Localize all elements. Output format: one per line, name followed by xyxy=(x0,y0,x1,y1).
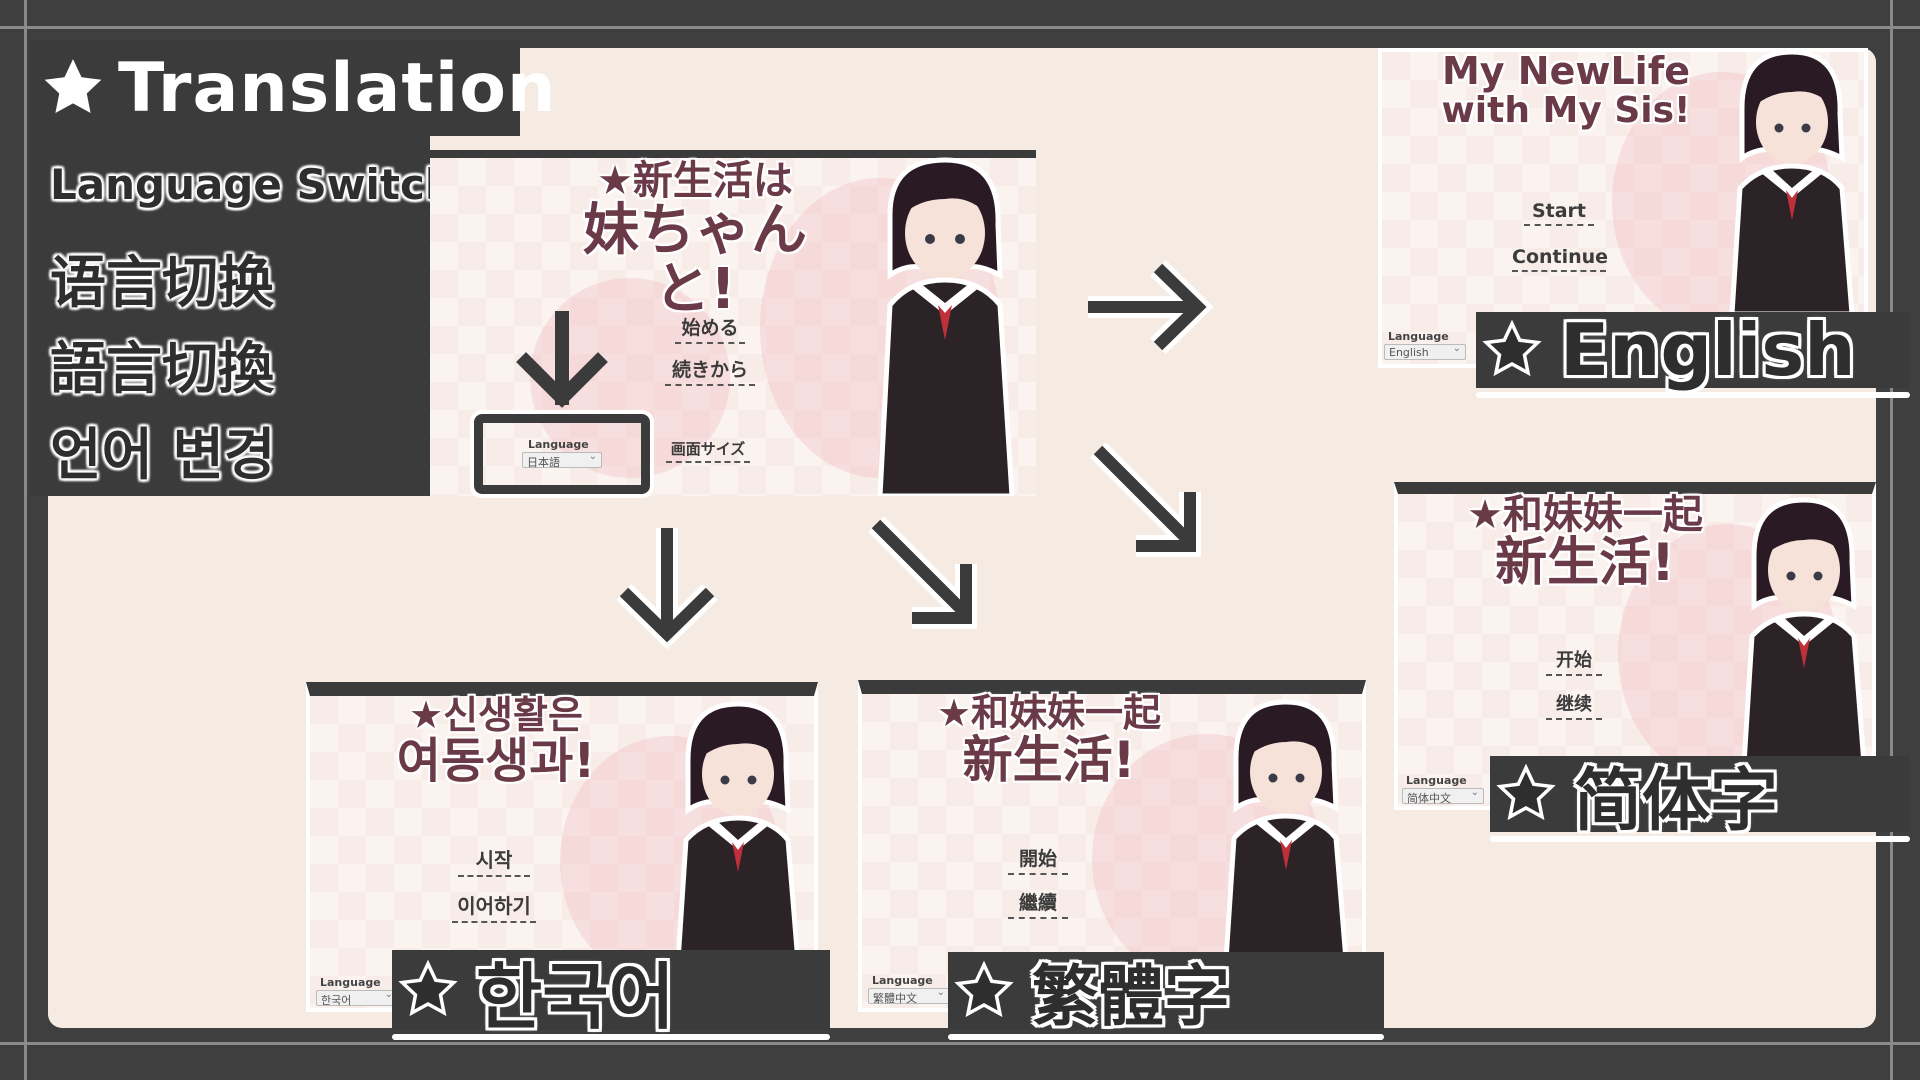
menu-start[interactable]: 開始 xyxy=(1008,844,1068,875)
badge-simplified: 简体字 xyxy=(1490,756,1910,841)
character-illustration xyxy=(1729,49,1855,314)
badge-korean-text: 한국어 xyxy=(476,954,675,1039)
logo-line-2: with My Sis! xyxy=(1441,89,1691,131)
page-title-text: Translation xyxy=(118,48,557,128)
game-logo: ★和妹妹一起 新生活! xyxy=(1460,494,1710,591)
badge-underline xyxy=(948,1034,1384,1040)
frame-line-left xyxy=(24,0,27,1080)
language-select[interactable]: 한국어 xyxy=(316,989,398,1007)
badge-underline xyxy=(1490,836,1910,842)
arrow-right-icon xyxy=(1088,260,1214,354)
logo-line-1: ★和妹妹一起 xyxy=(936,691,1162,735)
switch-label-traditional: 語言切換 xyxy=(50,337,274,402)
language-select[interactable]: English xyxy=(1384,343,1466,360)
language-label: Language xyxy=(1388,330,1449,343)
screen-japanese: ★新生活は 妹ちゃんと! 始める 続きから 画面サイズ Language 日本語 xyxy=(430,150,1036,496)
badge-korean: 한국어 xyxy=(392,950,830,1039)
language-list-panel xyxy=(30,136,430,496)
menu-continue[interactable]: Continue xyxy=(1512,246,1608,272)
star-icon xyxy=(398,959,458,1017)
badge-english-text: English xyxy=(1560,308,1856,392)
screen-simplified: ★和妹妹一起 新生活! 开始 继续 Language 简体中文 xyxy=(1394,482,1876,812)
menu-start[interactable]: 시작 xyxy=(458,844,530,877)
star-badge-container xyxy=(954,960,1014,1021)
arrow-down-icon xyxy=(516,311,608,408)
badge-underline xyxy=(1476,392,1910,398)
badge-traditional: 繁體字 xyxy=(948,952,1384,1035)
star-icon xyxy=(1482,319,1542,377)
switch-label-english: Language Switch xyxy=(50,160,455,209)
logo-line-1: ★新生活は xyxy=(597,158,793,204)
language-label: Language xyxy=(1406,774,1467,787)
logo-line-1: ★신생활은 xyxy=(409,693,583,737)
language-select[interactable]: 简体中文 xyxy=(1402,787,1484,805)
frame-line-bottom xyxy=(0,1042,1920,1045)
logo-line-2: 妹ちゃんと! xyxy=(583,198,807,322)
menu-continue[interactable]: 繼續 xyxy=(1008,888,1068,919)
frame-line-right xyxy=(1890,0,1893,1080)
language-select[interactable]: 繁體中文 xyxy=(868,987,950,1005)
star-badge-container xyxy=(1496,763,1556,824)
arrow-down-right-icon xyxy=(868,516,977,629)
star-icon xyxy=(44,59,102,114)
badge-traditional-text: 繁體字 xyxy=(1032,958,1230,1035)
character-illustration xyxy=(1741,497,1867,764)
menu-start[interactable]: Start xyxy=(1524,200,1594,226)
menu-start[interactable]: 开始 xyxy=(1546,646,1602,676)
logo-line-1: My NewLife xyxy=(1441,49,1691,93)
logo-line-2: 新生活! xyxy=(962,730,1136,789)
star-badge-container xyxy=(398,959,458,1020)
star-icon xyxy=(1496,763,1556,821)
menu-continue[interactable]: 이어하기 xyxy=(452,890,536,923)
arrow-down-icon xyxy=(616,528,718,650)
game-logo: ★신생활은 여동생과! xyxy=(366,693,626,789)
language-label: Language xyxy=(320,976,381,989)
switch-label-simplified: 语言切换 xyxy=(50,251,274,316)
logo-line-2: 여동생과! xyxy=(396,732,596,789)
star-icon xyxy=(954,960,1014,1018)
game-logo: ★新生活は 妹ちゃんと! xyxy=(570,160,820,320)
character-illustration xyxy=(877,157,1015,496)
frame-line-top xyxy=(0,26,1920,29)
logo-line-1: ★和妹妹一起 xyxy=(1467,492,1703,538)
character-illustration xyxy=(1223,699,1349,960)
star-badge-container xyxy=(1482,319,1542,380)
badge-underline xyxy=(392,1034,830,1040)
game-logo: ★和妹妹一起 新生活! xyxy=(924,691,1174,789)
game-logo: My NewLife with My Sis! xyxy=(1436,49,1696,131)
badge-simplified-text: 简体字 xyxy=(1574,761,1779,841)
language-select[interactable]: 日本語 xyxy=(522,451,602,469)
title-tab xyxy=(30,40,520,136)
badge-english: English xyxy=(1476,308,1910,392)
language-label: Language xyxy=(872,974,933,987)
language-label: Language xyxy=(528,438,589,451)
menu-start[interactable]: 始める xyxy=(675,313,745,344)
arrow-down-right-icon xyxy=(1090,442,1201,557)
page-title: Translation xyxy=(40,40,556,136)
menu-continue[interactable]: 続きから xyxy=(665,355,755,386)
character-illustration xyxy=(675,701,801,962)
switch-label-korean: 언어 변경 xyxy=(50,423,276,488)
language-highlight-box xyxy=(470,410,654,498)
logo-line-2: 新生活! xyxy=(1495,533,1675,593)
menu-screen-size[interactable]: 画面サイズ xyxy=(666,438,750,463)
menu-continue[interactable]: 继续 xyxy=(1546,690,1602,720)
